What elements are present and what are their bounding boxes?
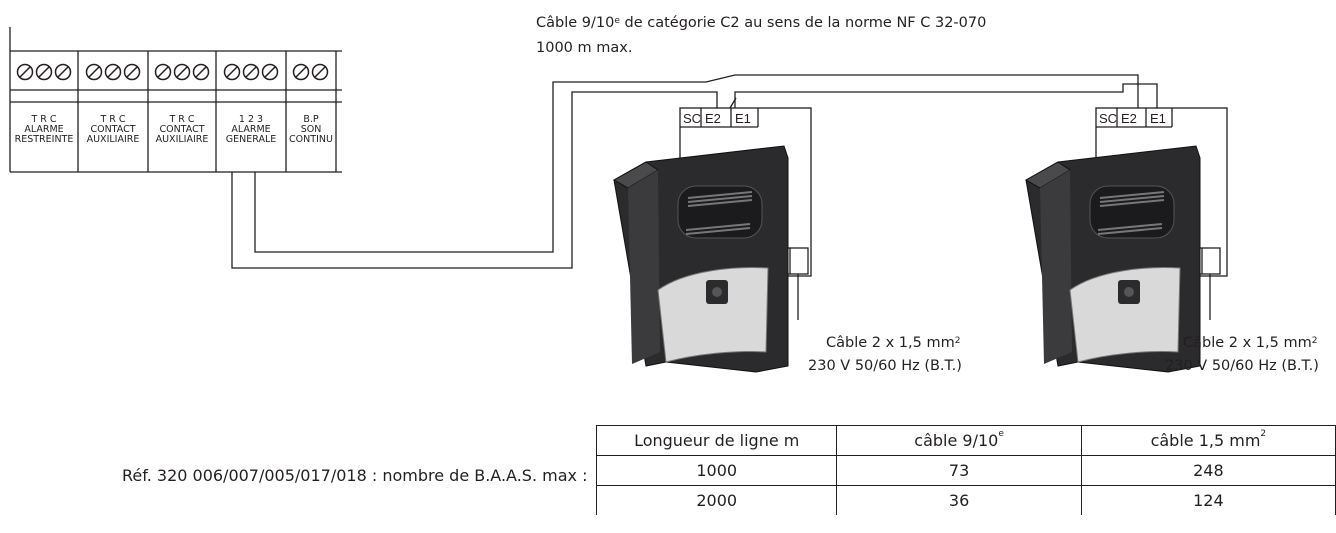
terminal-group-4-line2: GENERALE bbox=[225, 134, 277, 145]
screw-icon bbox=[154, 63, 172, 81]
device-1-terminal-e2: E2 bbox=[705, 111, 721, 126]
terminal-group-5-pins: B.P bbox=[303, 114, 319, 125]
terminal-group-1-line2: RESTREINTE bbox=[14, 134, 74, 145]
table-header-cable-15: câble 1,5 mm2 bbox=[1080, 425, 1336, 456]
table-cell-cable-910: 36 bbox=[836, 485, 1082, 515]
table-cell-cable-910: 73 bbox=[836, 455, 1082, 486]
screw-icon bbox=[261, 63, 279, 81]
screw-icon bbox=[173, 63, 191, 81]
terminal-block bbox=[9, 27, 342, 173]
alarm-sounder-1-icon bbox=[612, 145, 789, 373]
terminal-group-2-pins: T R C bbox=[100, 114, 126, 125]
terminal-group-2: T R C CONTACT AUXILIAIRE bbox=[78, 115, 148, 145]
table-cell-cable-15: 124 bbox=[1080, 485, 1336, 515]
terminal-group-4-line1: ALARME bbox=[231, 124, 271, 135]
table-header-length: Longueur de ligne m bbox=[595, 425, 838, 456]
cable-max-length: 1000 m max. bbox=[536, 40, 633, 56]
device-terminal-labels: SC E2 E1 SC E2 E1 bbox=[683, 111, 1166, 126]
terminal-group-5-line2: CONTINU bbox=[289, 134, 333, 145]
table-header-cable-910-text: câble 9/10 bbox=[914, 431, 999, 450]
terminal-group-5: B.P SON CONTINU bbox=[286, 115, 336, 145]
terminal-group-3-line2: AUXILIAIRE bbox=[155, 134, 209, 145]
screw-icon bbox=[123, 63, 141, 81]
device-2-power-spec: 230 V 50/60 Hz (B.T.) bbox=[1165, 358, 1319, 374]
table-row: 2000 36 124 bbox=[595, 485, 1336, 515]
table-cell-cable-15: 248 bbox=[1080, 455, 1336, 486]
table-header-cable-15-sup: 2 bbox=[1260, 429, 1267, 439]
device-1-power-cable-sup: 2 bbox=[954, 336, 961, 346]
terminal-group-1-pins: T R C bbox=[31, 114, 57, 125]
device-1-terminal-e1: E1 bbox=[735, 111, 751, 126]
screw-icon bbox=[54, 63, 72, 81]
screw-icon bbox=[292, 63, 310, 81]
table-header-cable-910-sup: e bbox=[998, 429, 1004, 439]
device-2-terminal-sc: SC bbox=[1099, 111, 1117, 126]
screw-icon bbox=[311, 63, 329, 81]
terminal-group-3-line1: CONTACT bbox=[159, 124, 205, 135]
terminal-group-2-line1: CONTACT bbox=[90, 124, 136, 135]
screw-icon bbox=[192, 63, 210, 81]
terminal-group-3: T R C CONTACT AUXILIAIRE bbox=[148, 115, 216, 145]
device-2-terminal-e2: E2 bbox=[1121, 111, 1137, 126]
alarm-sounder-2-icon bbox=[1024, 145, 1201, 373]
table-header-cable-910: câble 9/10e bbox=[836, 425, 1082, 456]
table-header-length-text: Longueur de ligne m bbox=[634, 431, 800, 450]
screw-terminals bbox=[16, 63, 329, 81]
device-1-power-cable: Câble 2 x 1,5 mm2 bbox=[826, 334, 960, 352]
screw-icon bbox=[35, 63, 53, 81]
table-header-cable-15-text: câble 1,5 mm bbox=[1150, 431, 1261, 450]
cable-spec-title-post: de catégorie C2 au sens de la norme NF C… bbox=[619, 15, 987, 31]
terminal-group-3-pins: T R C bbox=[169, 114, 195, 125]
cable-spec-title-sup: e bbox=[614, 16, 620, 26]
screw-icon bbox=[85, 63, 103, 81]
terminal-group-4: 1 2 3 ALARME GENERALE bbox=[216, 115, 286, 145]
terminal-group-5-line1: SON bbox=[300, 124, 322, 135]
device-1-power-cable-text: Câble 2 x 1,5 mm bbox=[826, 335, 955, 351]
table-cell-length: 2000 bbox=[595, 485, 838, 515]
device-2-power-cable: Câble 2 x 1,5 mm2 bbox=[1183, 334, 1317, 352]
table-row: 1000 73 248 bbox=[595, 455, 1336, 486]
table-cell-length: 1000 bbox=[595, 455, 838, 486]
cable-spec-title: Câble 9/10e de catégorie C2 au sens de l… bbox=[536, 14, 986, 32]
cable-spec-title-pre: Câble 9/10 bbox=[536, 15, 615, 31]
terminal-group-2-line2: AUXILIAIRE bbox=[86, 134, 140, 145]
screw-icon bbox=[16, 63, 34, 81]
alarm-bus-wires bbox=[231, 74, 1158, 269]
screw-icon bbox=[242, 63, 260, 81]
table-header-row: Longueur de ligne m câble 9/10e câble 1,… bbox=[595, 425, 1336, 456]
terminal-group-1-line1: ALARME bbox=[24, 124, 64, 135]
device-1-terminal-sc: SC bbox=[683, 111, 701, 126]
screw-icon bbox=[223, 63, 241, 81]
device-count-table: Longueur de ligne m câble 9/10e câble 1,… bbox=[595, 425, 1336, 515]
device-2-terminal-e1: E1 bbox=[1150, 111, 1166, 126]
device-2-power-cable-text: Câble 2 x 1,5 mm bbox=[1183, 335, 1312, 351]
screw-icon bbox=[104, 63, 122, 81]
device-2-power-cable-sup: 2 bbox=[1311, 336, 1318, 346]
device-1-power-spec: 230 V 50/60 Hz (B.T.) bbox=[808, 358, 962, 374]
reference-label: Réf. 320 006/007/005/017/018 : nombre de… bbox=[122, 466, 588, 485]
terminal-group-1: T R C ALARME RESTREINTE bbox=[10, 115, 78, 145]
terminal-group-4-pins: 1 2 3 bbox=[238, 114, 264, 125]
